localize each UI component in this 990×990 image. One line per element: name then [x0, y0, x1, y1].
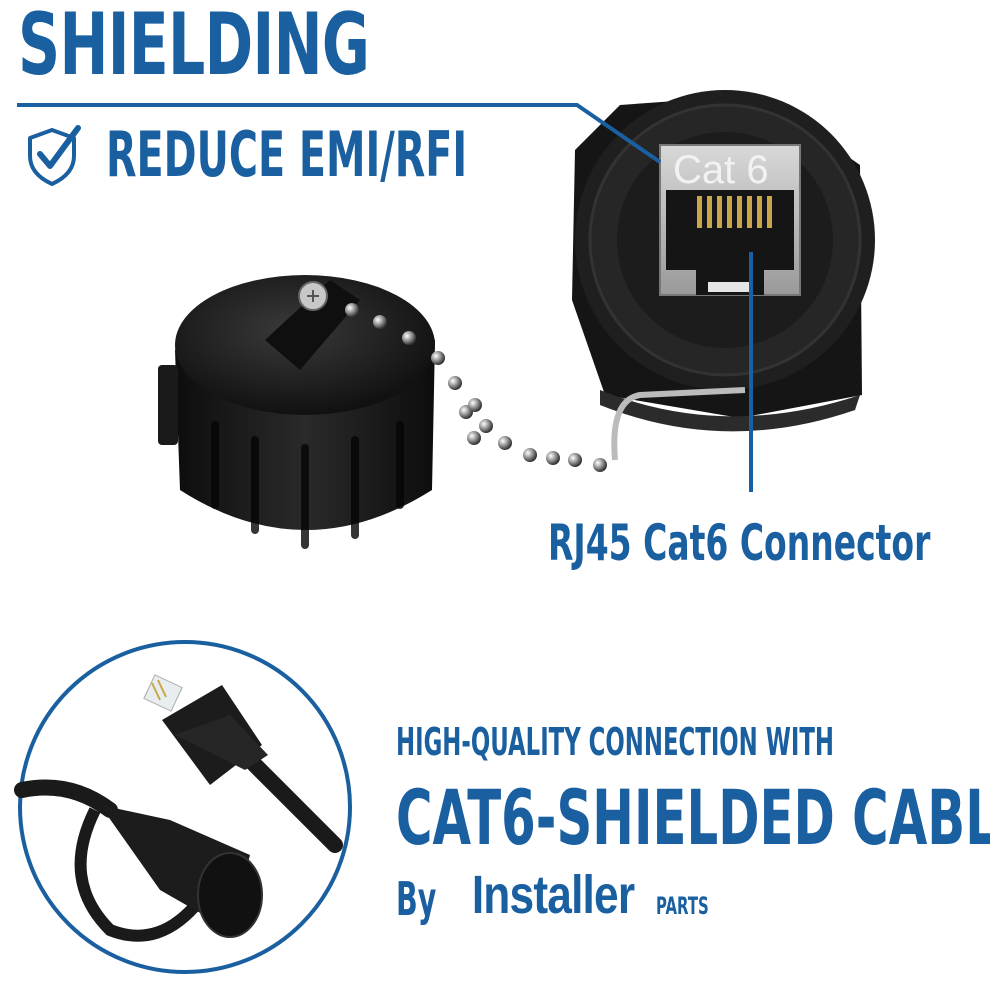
feature-line-1: HIGH-QUALITY CONNECTION WITH: [396, 720, 834, 764]
panel-jack: [572, 90, 875, 432]
feature-line-2: CAT6-SHIELDED CABLE: [396, 773, 990, 862]
brand-line: By Installer PARTS: [396, 868, 709, 926]
connector-callout-label: RJ45 Cat6 Connector: [548, 514, 931, 572]
callout-lines: [17, 103, 753, 492]
chain-clip: [611, 387, 746, 461]
jack-label-text: Cat 6: [673, 148, 769, 192]
cable-inset: [14, 640, 352, 974]
subtitle: REDUCE EMI/RFI: [106, 118, 468, 191]
brand-logo-name: Installer: [471, 865, 635, 925]
dust-cap: [158, 275, 435, 549]
brand-prefix: By: [396, 872, 437, 926]
ball-chain: [345, 303, 607, 472]
shield-check-icon: [28, 125, 81, 186]
page-title: SHIELDING: [18, 0, 370, 95]
brand-logo-suffix: PARTS: [656, 892, 709, 920]
